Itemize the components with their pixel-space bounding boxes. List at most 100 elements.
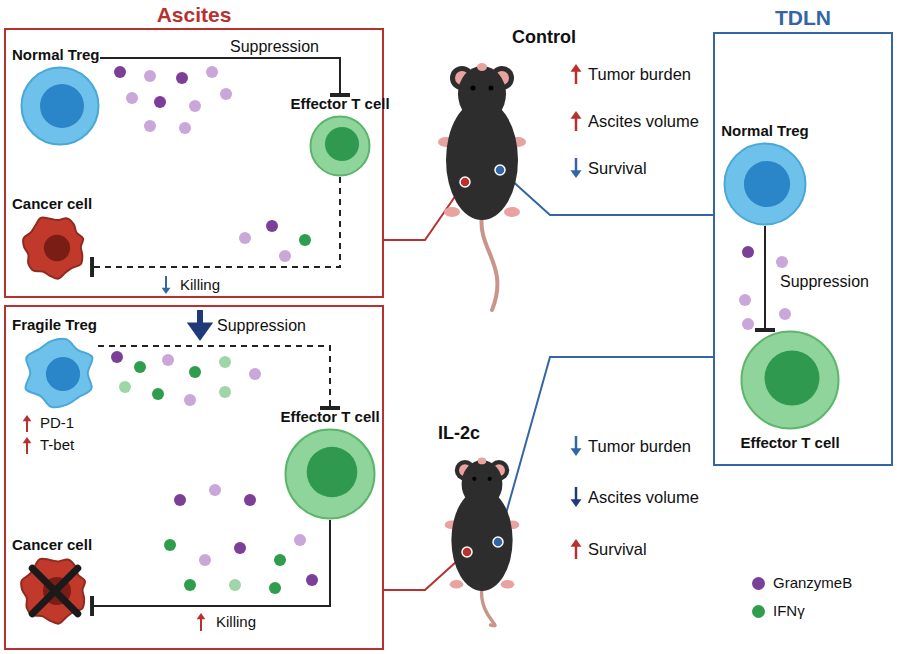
cell-shape	[723, 142, 807, 226]
sample-site-dot	[460, 177, 470, 187]
condition-label: Control	[512, 26, 576, 48]
trend-arrow	[575, 158, 578, 171]
sample-site-dot	[493, 537, 503, 547]
cell-node: Cancer cell	[12, 195, 92, 281]
cell-shape	[23, 217, 83, 278]
cytokine-dot	[111, 66, 791, 594]
mouse-figure	[477, 63, 487, 71]
cytokine-dot	[299, 234, 311, 246]
cytokine-dot	[152, 388, 164, 400]
trend-arrow	[26, 442, 28, 454]
cell-shape	[22, 336, 98, 412]
marker-label: T-bet	[40, 436, 74, 454]
mouse-figure	[472, 477, 476, 481]
trend-arrow	[571, 111, 582, 119]
inhibition-connector	[764, 226, 766, 330]
cell-shape	[309, 115, 371, 177]
cytokine-dot	[164, 539, 176, 551]
trend-arrow	[165, 276, 167, 289]
cell-label: Normal Treg	[12, 46, 100, 64]
cytokine-dot	[779, 308, 791, 320]
cytokine-dot	[742, 318, 754, 330]
cytokine-dot	[279, 250, 291, 262]
cell-shape	[32, 568, 78, 614]
cell-shape	[22, 215, 88, 281]
cell-node: Effector T cell	[290, 95, 389, 177]
outcome-label: Tumor burden	[588, 64, 691, 84]
edge-label: Suppression	[228, 37, 321, 56]
trend-arrow	[162, 64, 582, 631]
outcome-label: Tumor burden	[588, 436, 691, 456]
mouse-figure	[438, 63, 526, 626]
cytokine-dot	[184, 394, 196, 406]
trend-arrow	[571, 539, 582, 547]
cytokine-dot	[174, 494, 186, 506]
cell-label: Effector T cell	[290, 95, 389, 113]
mouse-figure	[438, 63, 526, 310]
cytokine-dot	[294, 534, 306, 546]
cytokine-dot	[199, 554, 211, 566]
cell-label: Effector T cell	[740, 434, 839, 452]
cell-shape	[40, 84, 84, 128]
cell-shape	[310, 117, 369, 176]
cell-shape	[742, 332, 839, 429]
cytokine-dot	[154, 96, 166, 108]
cell-shape	[285, 430, 374, 519]
sample-site-dot	[462, 547, 472, 557]
mouse-figure	[501, 580, 515, 589]
legend-swatch	[752, 577, 765, 590]
mouse-figure	[478, 458, 487, 465]
sample-site-dot	[460, 165, 505, 557]
cytokine-dot	[114, 66, 126, 78]
condition-label: IL-2c	[438, 422, 480, 444]
cytokine-dot	[184, 579, 196, 591]
cell-shape	[284, 428, 376, 520]
cytokine-dot	[742, 246, 754, 258]
sample-site-line	[498, 357, 713, 542]
cell-shape	[725, 144, 806, 225]
marker-row: T-bet	[12, 434, 74, 456]
region-panel: AscitesNormal TregEffector T cellCancer …	[4, 28, 384, 298]
panel-outline	[5, 306, 383, 649]
trend-arrow	[162, 288, 171, 294]
legend-swatch	[752, 605, 765, 618]
cell-shape	[740, 330, 840, 430]
outcome-label: Survival	[588, 158, 647, 178]
cytokine-dot	[176, 72, 188, 84]
cell-node: Normal Treg	[12, 46, 100, 146]
cytokine-dot	[134, 361, 146, 373]
outcome-label: Ascites volume	[588, 487, 699, 507]
cytokine-dot	[219, 356, 231, 368]
mouse-figure	[458, 66, 506, 122]
inhibition-connector	[92, 177, 340, 267]
cytokine-dot	[229, 579, 241, 591]
mouse-figure	[482, 587, 496, 626]
cell-shape	[20, 556, 90, 626]
cell-label: Normal Treg	[721, 122, 809, 140]
cell-shape	[22, 68, 99, 145]
legend-text: GranzymeB	[773, 574, 852, 592]
cell-node: Cancer cell	[12, 536, 92, 626]
trend-arrow	[187, 323, 213, 341]
cell-label: Cancer cell	[12, 195, 92, 213]
trend-arrow	[571, 64, 582, 72]
cytokine-dot	[206, 66, 218, 78]
trend-arrow	[571, 499, 582, 507]
mouse-figure	[504, 207, 520, 217]
cell-node: Fragile TregPD-1T-bet	[12, 316, 98, 456]
cytokine-dot	[220, 88, 232, 100]
marker-label: PD-1	[40, 414, 74, 432]
cell-shape	[765, 351, 820, 406]
outcome-label: Ascites volume	[588, 111, 699, 131]
cytokine-dot	[239, 232, 251, 244]
cell-label: Cancer cell	[12, 536, 92, 554]
trend-arrow	[23, 437, 32, 443]
cell-node: Normal Treg	[721, 122, 809, 226]
trend-arrow	[20, 413, 34, 433]
cell-node: Effector T cell	[280, 408, 379, 520]
trend-arrow	[575, 118, 578, 131]
cell-label: Effector T cell	[280, 408, 379, 426]
